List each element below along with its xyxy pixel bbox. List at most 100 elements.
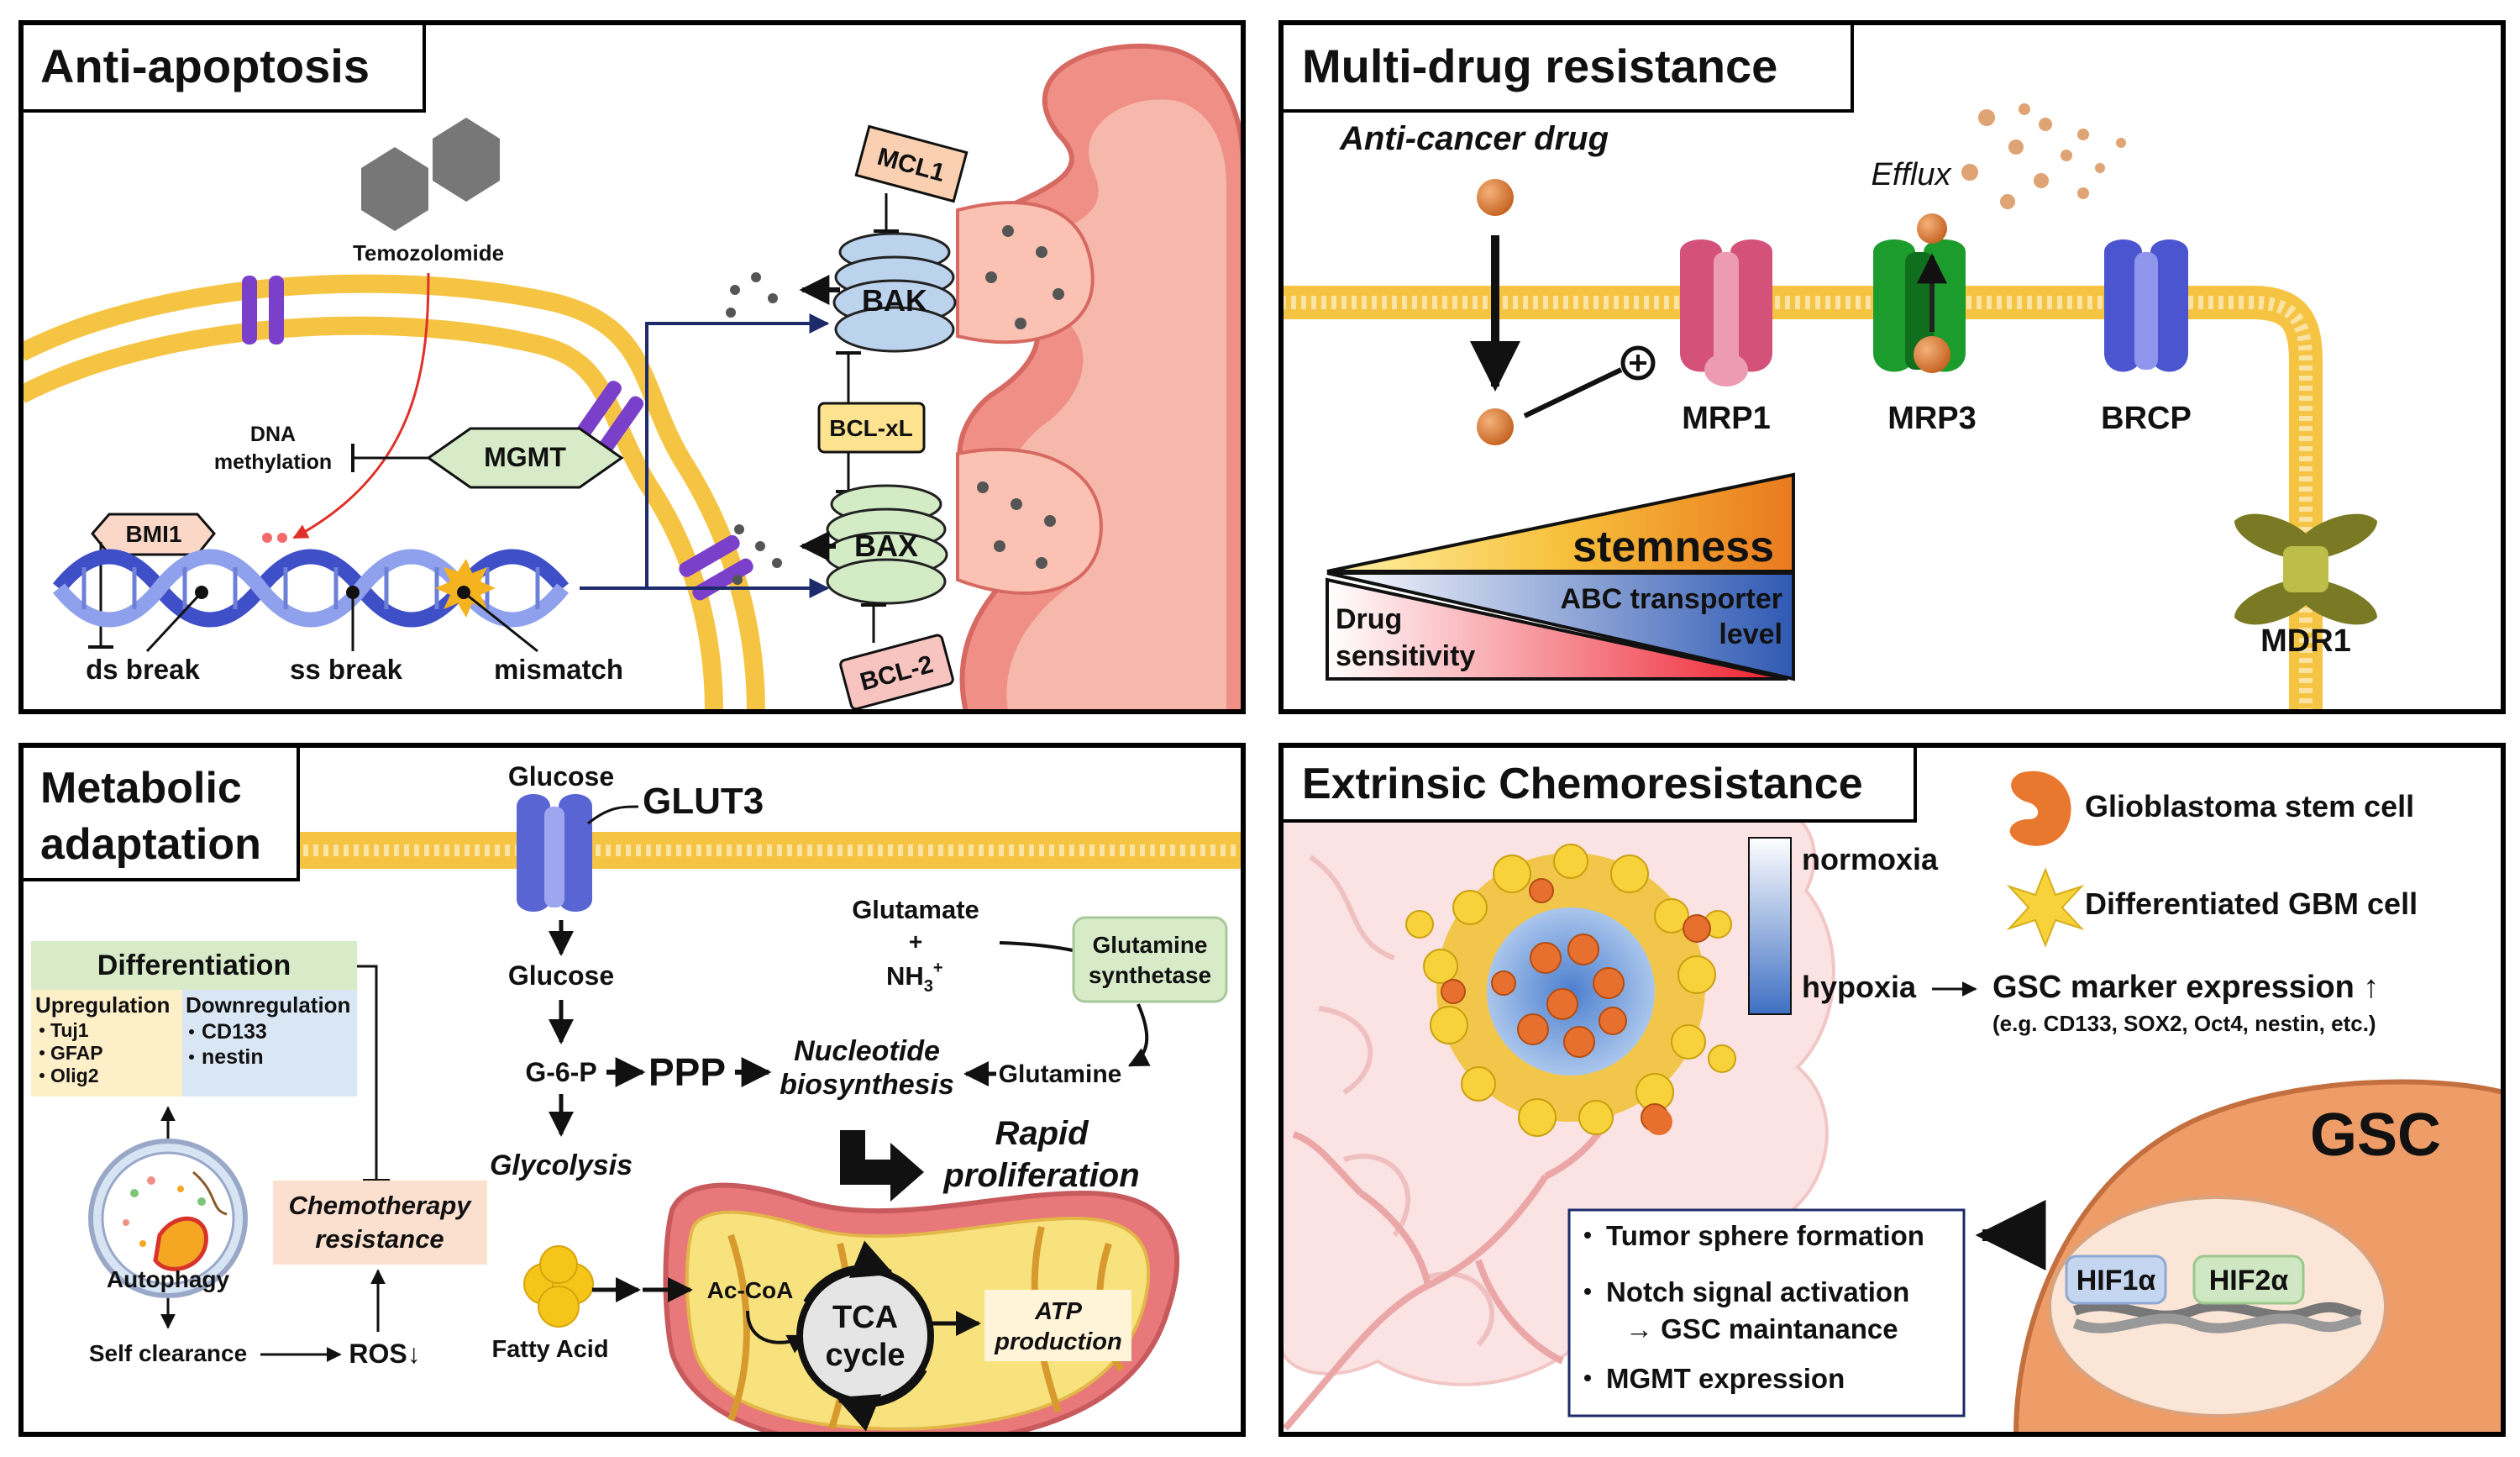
legend-gsc-label: Glioblastoma stem cell — [2085, 789, 2414, 823]
normoxia-label: normoxia — [1802, 842, 1939, 876]
temozolomide-label: Temozolomide — [353, 240, 504, 266]
nuclear-membrane-lower — [21, 316, 723, 712]
hypoxia-label: hypoxia — [1802, 970, 1917, 1004]
chemo-label-2: resistance — [315, 1224, 444, 1254]
tca-label-1: TCA — [832, 1300, 898, 1335]
gsc-marker-label: GSC marker expression ↑ — [1992, 970, 2379, 1005]
panel-border — [18, 743, 1246, 1437]
atp-label-1: ATP — [1034, 1298, 1083, 1325]
ros-label: ROS↓ — [349, 1339, 420, 1369]
glucose-top-label: Glucose — [508, 761, 614, 792]
bullet-dot — [1584, 1232, 1591, 1239]
differentiation-label: Differentiation — [97, 949, 291, 981]
hif2a-label: HIF2α — [2209, 1265, 2289, 1297]
ds-break-pointer — [145, 591, 203, 653]
mito-particles — [977, 225, 1064, 569]
glutamate-label: Glutamate — [852, 895, 979, 924]
ppp-label: PPP — [648, 1050, 726, 1094]
autophagy-label: Autophagy — [107, 1266, 230, 1292]
up-item: GFAP — [50, 1042, 103, 1064]
oxygen-gradient-bar — [1748, 837, 1792, 1015]
up-item: Olig2 — [50, 1065, 99, 1086]
glucose-label: Glucose — [508, 960, 614, 991]
bullet-dot — [1584, 1288, 1591, 1295]
glutamine-synth-label-1: Glutamine — [1093, 932, 1208, 958]
gsc-dna — [2072, 1301, 2362, 1321]
hif2a-box — [2192, 1254, 2305, 1305]
bullet-dot — [1584, 1375, 1591, 1381]
hif1a-box — [2065, 1254, 2167, 1305]
cytochrome-particles — [726, 272, 782, 585]
diff-inhibit-line — [357, 965, 378, 1181]
upregulation-box — [31, 990, 182, 1097]
temozolomide-molecule — [433, 118, 500, 202]
methyl-group — [277, 533, 287, 543]
ds-break-dot — [195, 586, 208, 599]
panel-border — [1278, 20, 2506, 714]
panel-multidrug: Anti-cancer drug MRP1 MRP3 Efflux — [1281, 23, 2377, 712]
panel-title-box — [1281, 23, 1854, 113]
nucleotide-label-1: Nucleotide — [794, 1035, 940, 1067]
brain-folds — [1309, 855, 1700, 1347]
abc-wedge — [1326, 571, 1795, 681]
bak-label: BAK — [862, 283, 927, 318]
downregulation-list: CD133 nestin — [189, 1020, 267, 1069]
gsc-dna-strand — [2072, 1313, 2362, 1333]
panel-anti-apoptosis: Temozolomide DNA methylation MGMT BMI1 — [21, 23, 1243, 712]
nucleotide-label-2: biosynthesis — [780, 1069, 954, 1101]
nuclear-pore — [575, 381, 644, 455]
dna-methylation-label-2: methylation — [214, 450, 332, 474]
mrp3-label: MRP3 — [1887, 401, 1977, 436]
self-clearance-label: Self clearance — [89, 1340, 247, 1366]
bullet-item: Notch signal activation — [1606, 1276, 1909, 1307]
g6p-label: G-6-P — [525, 1057, 596, 1087]
migrating-gsc — [1646, 1108, 1672, 1135]
drug-activation-line — [1523, 367, 1623, 418]
mismatch-pointer — [463, 591, 538, 653]
mgmt-box — [426, 427, 624, 489]
bclxl-label: BCL-xL — [829, 415, 913, 441]
ss-break-label: ss break — [290, 654, 403, 685]
crista — [956, 447, 1103, 595]
crista — [956, 201, 1095, 345]
proliferation-arrow — [840, 1130, 924, 1202]
legend-gsc-icon — [2009, 771, 2071, 846]
glutamine-synth-box — [1072, 916, 1228, 1003]
dna-methylation-label-1: DNA — [250, 423, 296, 446]
chemo-resistance-box — [273, 1181, 487, 1265]
tca-cycle-arrow — [803, 1240, 895, 1305]
extrinsic-title: Extrinsic Chemoresistance — [1302, 760, 1863, 808]
upregulation-label: Upregulation — [35, 992, 170, 1018]
chemo-label-1: Chemotherapy — [288, 1191, 472, 1220]
glioblastoma-stem-cells — [1441, 878, 1711, 1132]
differentiated-gbm-cells — [1405, 844, 1736, 1137]
rapid-label-1: Rapid — [995, 1115, 1089, 1152]
panel-metabolic: Glucose GLUT3 Glucose G-6-P PPP Nucleoti… — [21, 745, 1243, 1434]
ds-break-label: ds break — [86, 654, 200, 685]
glut3-label: GLUT3 — [643, 781, 764, 822]
mgmt-label: MGMT — [484, 442, 566, 472]
gsc-label: GSC — [2310, 1102, 2441, 1169]
glutamine-synth-label-2: synthetase — [1089, 962, 1211, 988]
stemness-label: stemness — [1572, 523, 1774, 571]
brcp-label: BRCP — [2101, 401, 2192, 436]
down-item: nestin — [202, 1045, 264, 1069]
drug-label-2: sensitivity — [1336, 640, 1475, 672]
rapid-label-2: proliferation — [942, 1157, 1139, 1194]
downregulation-box — [182, 990, 357, 1097]
panel-extrinsic: Glioblastoma stem cell Differentiated GB… — [1281, 745, 2503, 1434]
nuclear-pore — [242, 276, 284, 345]
differentiation-header — [31, 941, 357, 990]
anticancer-drug-label: Anti-cancer drug — [1339, 120, 1609, 157]
downregulation-label: Downregulation — [186, 992, 350, 1018]
glut3-transporter — [517, 794, 592, 912]
autophagy-particles — [123, 1176, 206, 1247]
panel-title-box — [1281, 745, 1917, 823]
upregulation-list: Tuj1 GFAP Olig2 — [39, 1019, 103, 1086]
efflux-particles — [1961, 103, 2126, 209]
blood-vessels — [1282, 1091, 1625, 1431]
ss-break-dot — [346, 586, 360, 599]
panel-border — [1278, 743, 2506, 1437]
mrp1-label: MRP1 — [1682, 401, 1771, 436]
bax-channel — [824, 484, 948, 605]
